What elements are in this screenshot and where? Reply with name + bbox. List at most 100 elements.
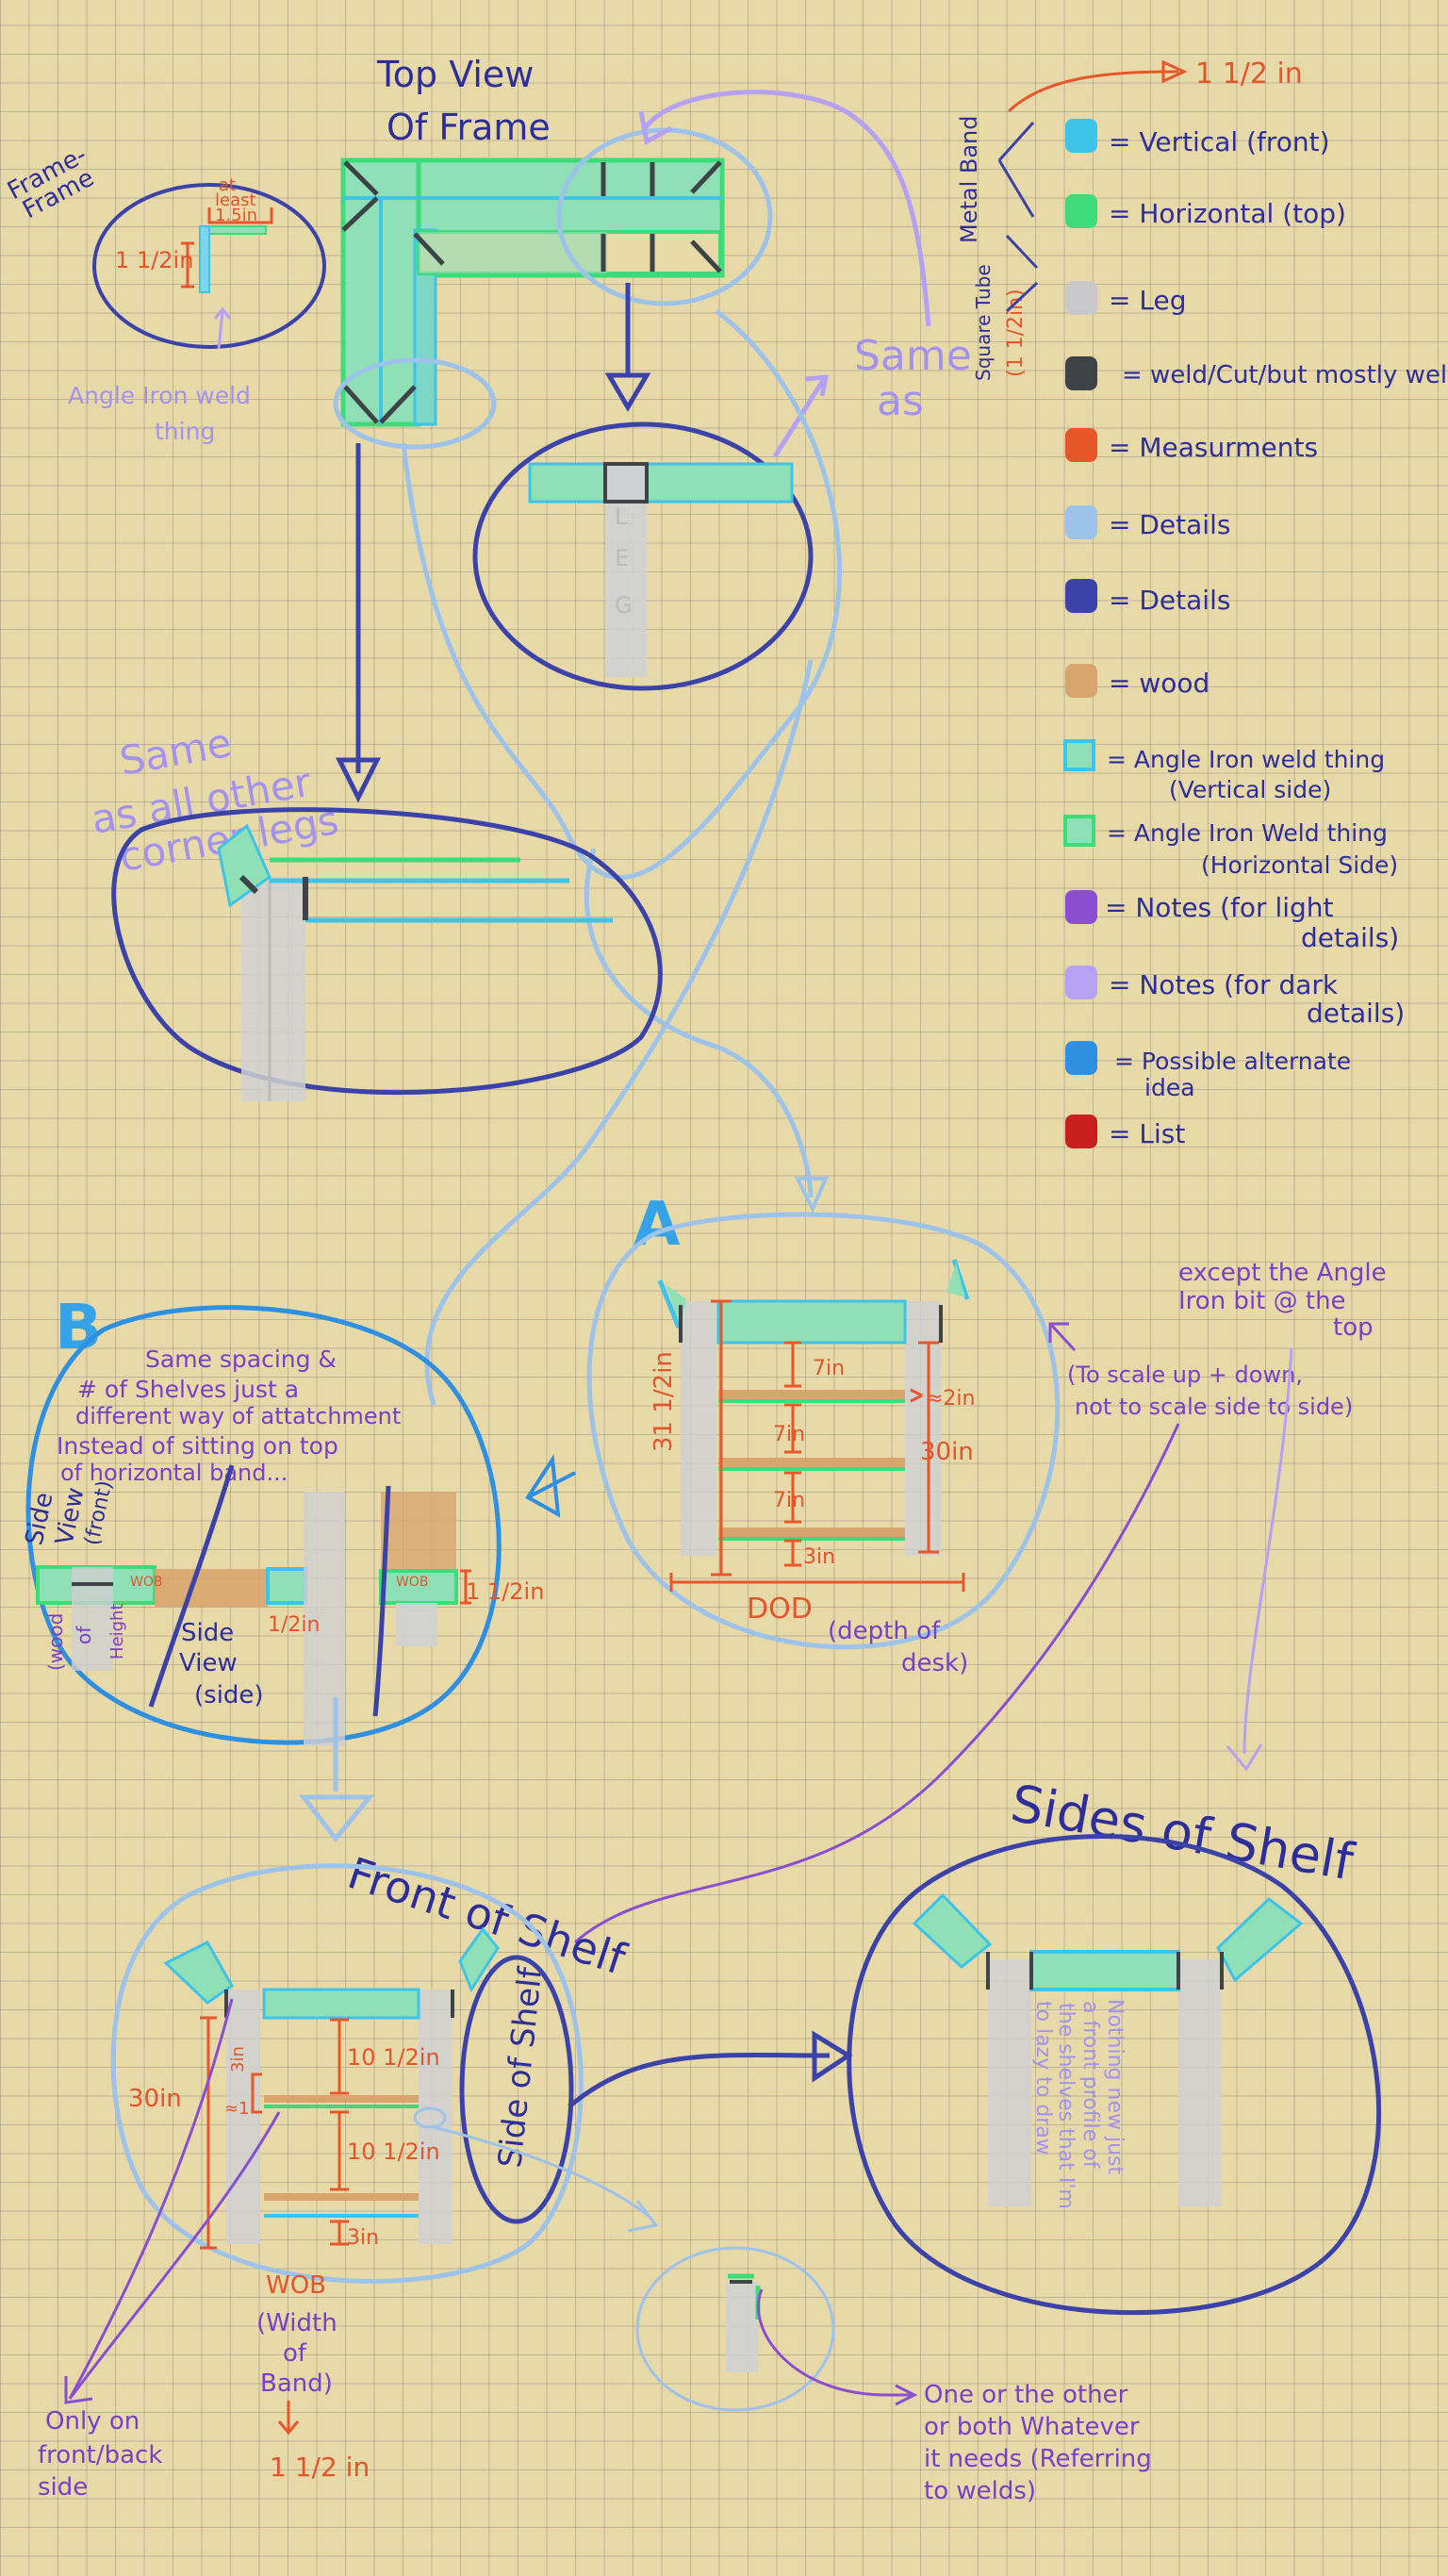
leg-letter-e: E (615, 545, 629, 571)
welds-line4: to welds) (924, 2477, 1036, 2505)
corner-detail-circle-left (333, 357, 497, 450)
legend-item-leg: = Leg (1109, 285, 1186, 316)
section-b-dim-band: 1 1/2in (466, 1578, 544, 1605)
welds-line3: it needs (Referring (924, 2445, 1152, 2473)
except-note-line2: Iron bit @ the (1178, 1287, 1346, 1315)
legend-item-angle-horizontal: = Angle Iron Weld thing (1107, 819, 1388, 847)
legend-swatch-notes-dark (1065, 966, 1097, 999)
weld-detail-circle (635, 2246, 835, 2412)
side-view-front-line3: (front) (80, 1478, 117, 1547)
front-gap2: 10 1/2in (347, 2138, 440, 2165)
legend-item-wood: = wood (1109, 668, 1209, 699)
section-b-wob2: WOB (396, 1575, 428, 1590)
sides-note-col4: to lazy to draw (1031, 2001, 1055, 2155)
section-b-wood-vertical3: Height (107, 1603, 127, 1660)
legend-swatch-list (1065, 1115, 1097, 1148)
section-a-dod-note-line2: desk) (901, 1649, 968, 1677)
only-on-line2: front/back (38, 2441, 162, 2469)
section-a-shelf (657, 1259, 970, 1556)
sides-circle (847, 1834, 1382, 2316)
section-b-note-line4: Instead of sitting on top (57, 1432, 338, 1460)
section-a-approx: ≈2in (926, 1387, 976, 1411)
legend-swatch-horizontal (1065, 194, 1097, 228)
top-view-title-line2: Of Frame (387, 107, 551, 148)
section-a-gap2: 7in (773, 1423, 805, 1446)
legend-swatch-angle-horizontal (1063, 815, 1095, 847)
section-b-note-line1: Same spacing & (145, 1346, 337, 1373)
frame-note-line3: 1.5in (215, 206, 257, 225)
wob-line3: of (283, 2339, 307, 2368)
scale-note-line1: (To scale up + down, (1067, 1362, 1303, 1388)
section-b-note-line5: of horizontal band... (60, 1460, 288, 1486)
section-a-dod-note-line1: (depth of (828, 1617, 941, 1645)
side-view-side-line1: Side (181, 1619, 234, 1647)
top-view-title-line1: Top View (376, 54, 534, 95)
legend-band-label: Metal Band (956, 115, 982, 243)
leg-letter-g: G (615, 592, 633, 619)
front-dim-leg: 30in (128, 2085, 182, 2113)
except-note-line1: except the Angle (1178, 1259, 1387, 1287)
legend-item-details-dark: = Details (1109, 585, 1230, 616)
section-b-note-line2: # of Shelves just a (77, 1376, 299, 1403)
front-bottom: 3in (347, 2226, 379, 2250)
legend-item-notes-light: = Notes (for light (1105, 892, 1334, 923)
legend-item-notes-light-sub: details) (1301, 922, 1399, 953)
sides-note-col2: a front profile of (1078, 2001, 1102, 2170)
front-shelf (163, 1926, 500, 2244)
same-as-line1: Same (854, 332, 972, 380)
legend-item-notes-dark-sub: details) (1307, 998, 1405, 1029)
sides-note-col3: the shelves that I'm (1054, 2003, 1078, 2209)
connector-curve (401, 309, 842, 881)
side-view-side-line2: View (179, 1649, 238, 1677)
section-b-note-line3: different way of attatchment (75, 1403, 401, 1429)
legend-item-angle-horizontal-sub: (Horizontal Side) (1201, 851, 1398, 879)
legend-band-dim: 1 1/2 in (1195, 58, 1303, 91)
legend-item-alternate-sub: idea (1144, 1074, 1195, 1101)
legend-tube-line1: Square Tube (972, 264, 995, 381)
section-b-side-view (36, 1464, 458, 1746)
section-b-dim-half: 1/2in (268, 1613, 320, 1637)
legend-swatch-measure (1065, 428, 1097, 462)
legend-item-angle-vertical-sub: (Vertical side) (1169, 776, 1331, 803)
legend-swatch-details-light (1065, 505, 1097, 539)
frame-detail-circle (92, 183, 326, 349)
frame-note-line2: least (215, 190, 256, 210)
legend-swatch-leg (1065, 281, 1097, 315)
wob-line2: (Width (256, 2309, 337, 2337)
legend-swatch-vertical (1065, 119, 1097, 153)
welds-line1: One or the other (924, 2381, 1128, 2409)
side-view-side-line3: (side) (194, 1681, 264, 1709)
except-note-line3: top (1333, 1313, 1374, 1342)
section-a-circle (586, 1212, 1061, 1650)
same-as-line2: as (877, 377, 924, 425)
wob-line1: WOB (266, 2271, 326, 2300)
leg-letter-l: L (615, 504, 628, 530)
top-view-frame (340, 157, 725, 427)
section-b-circle (25, 1305, 502, 1745)
legend-swatch-notes-light (1065, 890, 1097, 924)
section-a-bottom: 3in (803, 1545, 835, 1569)
wob-value: 1 1/2 in (270, 2452, 370, 2483)
section-b-wood-vertical2: of (73, 1626, 95, 1644)
legend-item-vertical: = Vertical (front) (1109, 126, 1330, 157)
section-a-dim-total: 31 1/2in (650, 1351, 678, 1452)
legend-swatch-wood (1065, 664, 1097, 698)
front-approx: ≈1 (224, 2099, 250, 2119)
welds-line2: or both Whatever (924, 2413, 1140, 2441)
legend-swatch-alternate (1065, 1041, 1097, 1075)
front-circle (110, 1863, 584, 2284)
leg-detail-circle (472, 421, 814, 691)
sides-title: Sides of Shelf (1007, 1774, 1359, 1892)
section-b-wood-vertical: (wood (44, 1613, 67, 1671)
angle-iron-line2: thing (155, 418, 215, 445)
legend-swatch-details-dark (1065, 579, 1097, 613)
scale-note-line2: not to scale side to side) (1075, 1394, 1353, 1420)
front-small: 3in (228, 2046, 248, 2072)
only-on-line3: side (38, 2473, 88, 2502)
legend-item-measure: = Measurments (1109, 432, 1318, 463)
legend: Metal Band 1 1/2 in Square Tube (1 1/2in… (956, 58, 1448, 1149)
legend-item-list: = List (1109, 1118, 1185, 1149)
sides-shelf (912, 1892, 1304, 2206)
